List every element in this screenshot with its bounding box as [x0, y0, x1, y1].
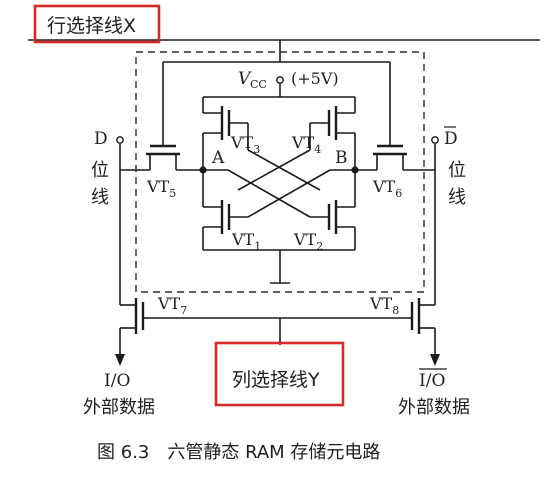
- column-select-label: 列选择线Y: [232, 369, 320, 391]
- column-select-highlight-box: [214, 341, 345, 407]
- vt1-label: VT1: [231, 230, 261, 253]
- vt7-label: VT7: [157, 294, 187, 317]
- row-select-label: 行选择线X: [47, 15, 136, 37]
- node-a-label: A: [211, 148, 225, 168]
- vt3-label: VT3: [230, 133, 260, 156]
- io-left-label: I/O: [104, 371, 130, 391]
- bit-line-char-2-left: 线: [91, 187, 109, 208]
- io-right-arrow: [430, 354, 440, 366]
- bit-line-char-1-left: 位: [91, 160, 109, 181]
- figure-caption: 图 6.3 六管静态 RAM 存储元电路: [97, 442, 380, 463]
- node-b-label: B: [335, 148, 348, 168]
- io-left-arrow: [115, 354, 125, 366]
- row-select-highlight-box: [33, 4, 161, 44]
- vt2-label: VT2: [293, 230, 323, 253]
- d-label: D: [94, 129, 108, 149]
- d-terminal: [116, 136, 124, 144]
- vt4-label: VT4: [291, 133, 321, 156]
- cross-b-to-vt1: [247, 169, 331, 218]
- vt6-label: VT6: [372, 177, 402, 200]
- ext-data-left-label: 外部数据: [83, 397, 155, 418]
- cross-vt3-gate: [247, 149, 321, 191]
- bit-line-char-2-right: 线: [448, 187, 466, 208]
- vcc-subscript: CC: [250, 78, 267, 91]
- vcc-label: V: [238, 69, 252, 89]
- io-right-label: I/O: [419, 371, 445, 391]
- vcc-value: (+5V): [291, 69, 339, 88]
- bit-line-char-1-right: 位: [448, 160, 466, 181]
- cross-vt4-gate: [237, 149, 311, 191]
- ext-data-right-label: 外部数据: [398, 397, 470, 418]
- vt5-label: VT5: [146, 177, 176, 200]
- vt8-label: VT8: [369, 294, 399, 317]
- d-bar-terminal: [431, 136, 439, 144]
- d-bar-label: D: [444, 129, 458, 149]
- cross-a-to-vt2: [227, 169, 311, 218]
- vcc-terminal: [276, 76, 284, 84]
